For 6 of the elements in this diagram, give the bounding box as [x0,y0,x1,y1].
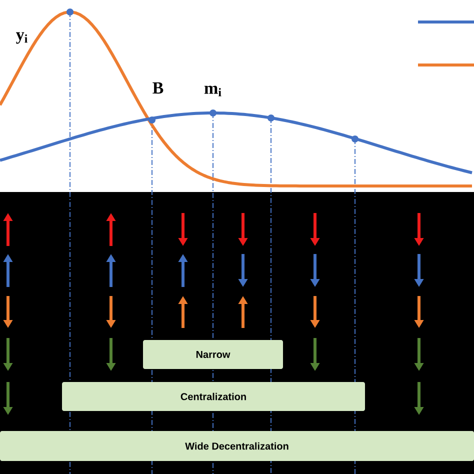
band-box: Centralization [62,382,365,411]
variable-label: m$_{i}$ [204,86,222,96]
variable-label: y$_{i}$ [16,32,28,44]
variable-label: B [152,82,164,94]
band-box: Wide Decentralization [0,431,474,461]
band-box: Narrow [143,340,283,369]
